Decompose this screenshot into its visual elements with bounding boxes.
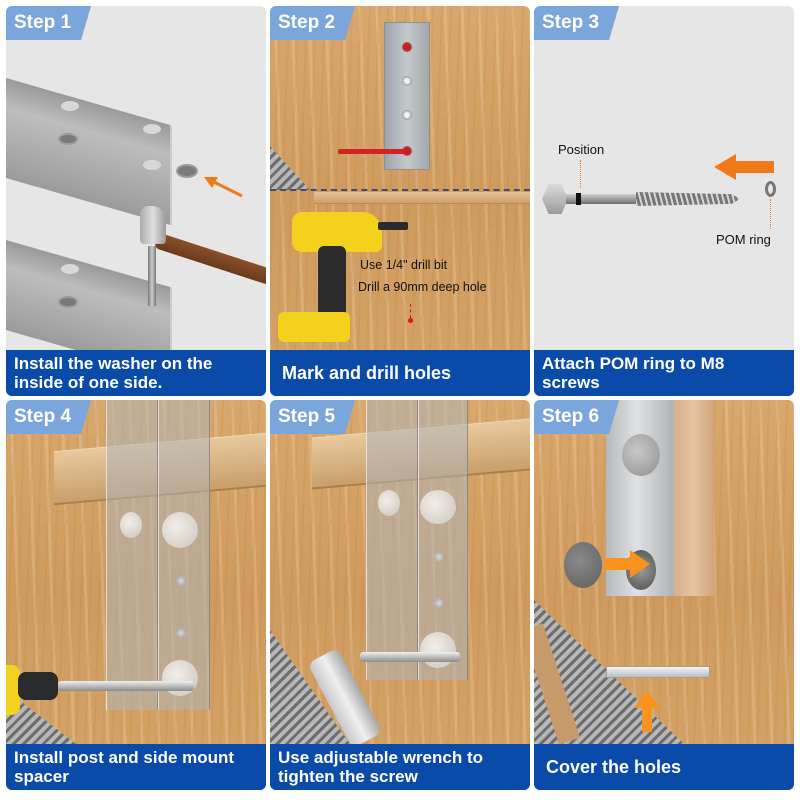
washer-icon [58, 133, 78, 145]
step-4-caption: Install post and side mount spacer [6, 744, 266, 790]
section-divider [270, 189, 530, 191]
bolt-head-icon [176, 628, 186, 638]
plate-hole-icon [402, 110, 412, 120]
orange-arrow-left-icon [714, 154, 774, 180]
orange-arrow-right-icon [604, 550, 650, 578]
position-label: Position [558, 142, 605, 157]
step-2-panel: Step 2 Use 1/4" drill bit Drill a 90mm d… [270, 6, 530, 396]
step-6-tag: Step 6 [534, 400, 619, 434]
bolt-head-icon [434, 552, 444, 562]
marked-hole-icon [402, 146, 412, 156]
washer-icon [176, 164, 198, 178]
end-cap-icon [606, 666, 710, 678]
step-3-caption: Attach POM ring to M8 screws [534, 350, 794, 396]
installed-cover-cap-icon [622, 434, 660, 476]
mount-disk-icon [420, 632, 456, 668]
step-6-panel: Step 6 Cover the holes [534, 400, 794, 790]
mount-disk-icon [120, 512, 142, 538]
side-mount-spacer-icon [158, 400, 210, 710]
hammer-icon [140, 206, 166, 244]
step-1-panel: Step 1 Install the washer on the inside … [6, 6, 266, 396]
drill-bit-icon [58, 681, 194, 691]
step-1-tag: Step 1 [6, 6, 91, 40]
hammer-handle-icon [153, 232, 266, 288]
position-leader-line [580, 160, 581, 188]
marked-hole-icon [402, 42, 412, 52]
pom-position-band [576, 193, 581, 205]
spacer-block-icon [674, 400, 714, 596]
step-3-panel: Step 3 Position POM ring Attach POM ring… [534, 6, 794, 396]
socket-extension-icon [360, 652, 460, 662]
drill-battery-icon [278, 312, 350, 342]
drill-chuck-icon [378, 222, 408, 230]
step-5-tag: Step 5 [270, 400, 355, 434]
tube-hole-icon [143, 124, 161, 134]
drill-depth-note: Drill a 90mm deep hole [358, 280, 487, 294]
hex-screw-icon [542, 184, 568, 214]
step-3-tag: Step 3 [534, 6, 619, 40]
pom-ring-label: POM ring [716, 232, 771, 247]
punch-tool-icon [148, 246, 156, 306]
square-tube-icon [6, 78, 172, 226]
step-4-panel: Step 4 Install post and side mount space… [6, 400, 266, 790]
drill-nose-icon [6, 665, 20, 715]
depth-marker-line [410, 304, 411, 318]
screw-shank-icon [566, 194, 638, 204]
depth-marker-dot [408, 318, 413, 323]
tile-floor-icon [270, 146, 310, 190]
glass-post-icon [106, 400, 158, 710]
bolt-head-icon [434, 598, 444, 608]
screw-thread-icon [636, 192, 740, 206]
step-5-caption: Use adjustable wrench to tighten the scr… [270, 744, 530, 790]
tube-hole-icon [61, 264, 79, 274]
pom-ring-leader-line [770, 199, 771, 229]
mount-disk-icon [162, 512, 198, 548]
drill-bit-note: Use 1/4" drill bit [360, 258, 448, 272]
pencil-icon [338, 149, 406, 154]
drill-grip-icon [318, 246, 346, 318]
mount-disk-icon [378, 490, 400, 516]
orange-arrow-icon [204, 177, 243, 198]
step-2-tag: Step 2 [270, 6, 355, 40]
bolt-head-icon [176, 576, 186, 586]
baseboard-trim-icon [314, 192, 530, 204]
pom-ring-icon [765, 181, 776, 197]
step-1-caption: Install the washer on the inside of one … [6, 350, 266, 396]
hole-cover-cap-icon [564, 542, 602, 588]
drill-chuck-icon [18, 672, 58, 700]
step-5-panel: Step 5 Use adjustable wrench to tighten … [270, 400, 530, 790]
step-2-caption: Mark and drill holes [270, 350, 530, 396]
glass-post-icon [366, 400, 418, 680]
tube-hole-icon [61, 101, 79, 111]
washer-icon [58, 296, 78, 308]
plate-hole-icon [402, 76, 412, 86]
orange-arrow-up-icon [634, 690, 660, 732]
mount-disk-icon [420, 490, 456, 524]
cordless-drill-icon [292, 212, 382, 252]
tube-hole-icon [143, 160, 161, 170]
step-6-caption: Cover the holes [534, 744, 794, 790]
step-4-tag: Step 4 [6, 400, 91, 434]
